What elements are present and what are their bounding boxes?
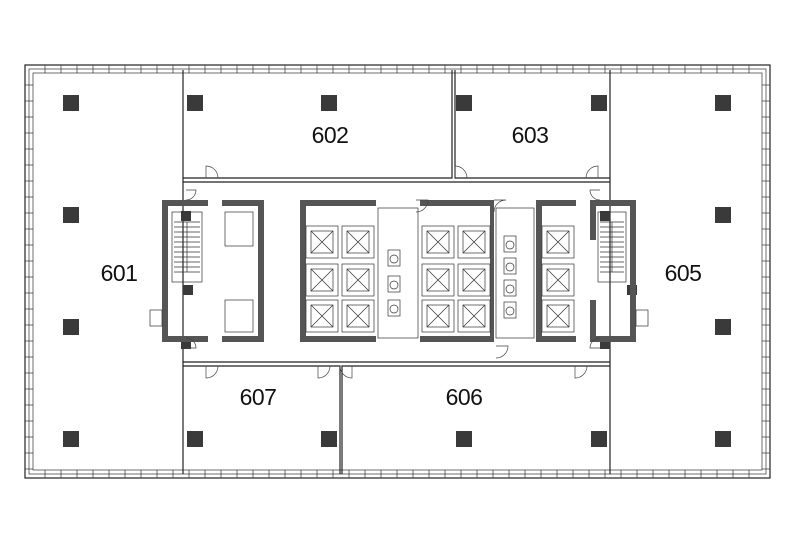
elevator-car <box>457 299 491 333</box>
column <box>715 319 731 335</box>
column <box>187 95 203 111</box>
column <box>600 211 610 221</box>
door-swing <box>317 365 331 379</box>
elevator-car <box>541 225 575 259</box>
door-swing <box>589 189 601 201</box>
column <box>183 285 193 295</box>
door-swing <box>205 365 219 379</box>
column <box>63 319 79 335</box>
column <box>321 431 337 447</box>
column <box>715 207 731 223</box>
elevator-car <box>457 225 491 259</box>
stair-core-left <box>149 200 264 342</box>
column <box>715 95 731 111</box>
unit-label-606: 606 <box>446 384 483 410</box>
door-swing <box>495 345 509 359</box>
door-swing <box>185 189 197 201</box>
restroom-fixture <box>503 301 517 319</box>
door-swing <box>339 365 353 379</box>
elevator-car <box>541 263 575 297</box>
door-swing <box>415 199 429 213</box>
door-swings <box>185 165 601 379</box>
elevator-car <box>541 299 575 333</box>
unit-label-603: 603 <box>512 122 549 148</box>
elevator-car <box>341 225 375 259</box>
unit-label-605: 605 <box>665 260 702 286</box>
column <box>715 431 731 447</box>
elevator-core <box>300 200 576 342</box>
column <box>187 431 203 447</box>
elevator-car <box>421 225 455 259</box>
restroom-fixture <box>387 275 401 293</box>
building-core <box>149 200 649 342</box>
elevator-car <box>305 225 339 259</box>
elevator-car <box>341 263 375 297</box>
unit-label-607: 607 <box>240 384 277 410</box>
elevator-car <box>305 299 339 333</box>
structural-columns <box>63 95 731 447</box>
restroom-fixture <box>503 257 517 275</box>
column <box>63 207 79 223</box>
column <box>456 95 472 111</box>
elevator-car <box>457 263 491 297</box>
elevator-car <box>305 263 339 297</box>
door-swing <box>205 165 219 179</box>
stair-core-right <box>590 200 649 342</box>
building-envelope <box>24 64 771 479</box>
column <box>591 431 607 447</box>
unit-label-601: 601 <box>101 260 138 286</box>
restroom-fixture <box>503 279 517 297</box>
door-swing <box>589 337 601 349</box>
restroom-fixture <box>387 299 401 317</box>
door-swing <box>185 337 197 349</box>
elevator-car <box>341 299 375 333</box>
elevator-car <box>421 263 455 297</box>
column <box>63 95 79 111</box>
column <box>591 95 607 111</box>
door-swing <box>585 165 599 179</box>
door-swing <box>574 365 588 379</box>
column <box>181 339 191 349</box>
column <box>456 431 472 447</box>
column <box>321 95 337 111</box>
column <box>600 339 610 349</box>
column <box>181 211 191 221</box>
column <box>63 431 79 447</box>
elevator-car <box>421 299 455 333</box>
restroom-fixture <box>387 249 401 267</box>
unit-labels: 601 602 603 605 606 607 <box>101 122 702 410</box>
unit-label-602: 602 <box>312 122 349 148</box>
door-swing <box>493 199 507 213</box>
restroom-fixture <box>503 235 517 253</box>
door-swing <box>454 165 468 179</box>
